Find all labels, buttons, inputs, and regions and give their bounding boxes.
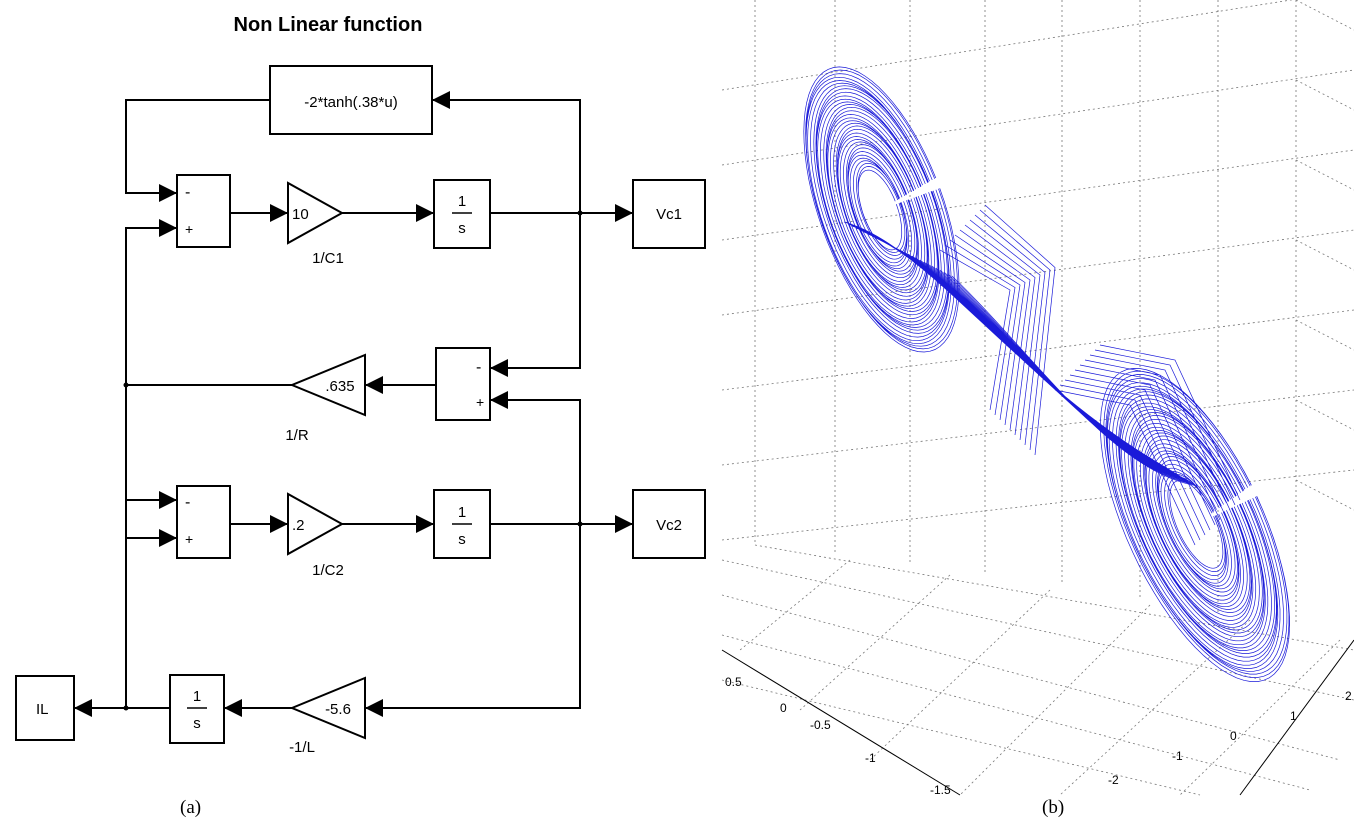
integrator-1-den: s — [458, 220, 466, 237]
nonlinear-expression: -2*tanh(.38*u) — [304, 94, 397, 111]
integrator-3-den: s — [193, 715, 201, 732]
integrator-1 — [433, 179, 491, 249]
diagram-title: Non Linear function — [233, 14, 423, 36]
sum-block-2 — [435, 347, 491, 421]
output-vc1-label: Vc1 — [656, 206, 682, 223]
sum-sign-plus: + — [185, 221, 193, 237]
gain-1-triangle — [287, 181, 345, 245]
tick-left-1: 0 — [780, 701, 787, 715]
gain-1-label: 1/C1 — [312, 250, 344, 267]
tick-left-2: -0.5 — [810, 718, 831, 732]
gain-4-triangle — [289, 676, 366, 740]
tick-right-0: 2 — [1345, 689, 1352, 703]
sum2-sign-plus: + — [476, 394, 484, 410]
gain-3-triangle — [287, 492, 345, 556]
integrator-2-num: 1 — [458, 504, 466, 521]
integrator-3-num: 1 — [193, 688, 201, 705]
plot-grid — [721, 0, 1354, 796]
caption-a: (a) — [180, 797, 202, 818]
tick-left-0: 0.5 — [725, 675, 742, 689]
integrator-1-num: 1 — [458, 193, 466, 210]
gain-2-label: 1/R — [285, 427, 309, 444]
tick-right-3: -1 — [1172, 749, 1183, 763]
tick-left-4: -1.5 — [930, 783, 951, 797]
nonlinear-block — [269, 65, 433, 135]
sum2-sign-minus: - — [476, 359, 481, 376]
trajectory-path — [803, 66, 1290, 682]
tick-right-1: 1 — [1290, 709, 1297, 723]
gain-2-value: .635 — [325, 378, 354, 395]
output-vc2-label: Vc2 — [656, 517, 682, 534]
output-vc2 — [632, 489, 706, 559]
integrator-2-den: s — [458, 531, 466, 548]
block-diagram: -2*tanh(.38*u) - + 10 1/C1 1 s Vc1 - + .… — [15, 65, 706, 756]
sum-block-1 — [176, 174, 231, 248]
gain-1-value: 10 — [292, 206, 309, 223]
output-il — [15, 675, 75, 741]
gain-4-label: -1/L — [289, 739, 315, 756]
sum-block-3 — [176, 485, 231, 559]
tick-right-4: -2 — [1108, 773, 1119, 787]
integrator-3 — [169, 674, 225, 744]
output-il-label: IL — [36, 701, 49, 718]
sum-sign-minus: - — [185, 184, 190, 201]
gain-3-value: .2 — [292, 517, 305, 534]
output-vc1 — [632, 179, 706, 249]
gain-4-value: -5.6 — [325, 701, 351, 718]
tick-left-3: -1 — [865, 751, 876, 765]
sum3-sign-minus: - — [185, 494, 190, 511]
gain-3-label: 1/C2 — [312, 562, 344, 579]
gain-2-triangle — [289, 353, 366, 417]
attractor-trajectory — [803, 66, 1290, 682]
tick-right-2: 0 — [1230, 729, 1237, 743]
caption-b: (b) — [1042, 797, 1065, 818]
sum3-sign-plus: + — [185, 531, 193, 547]
